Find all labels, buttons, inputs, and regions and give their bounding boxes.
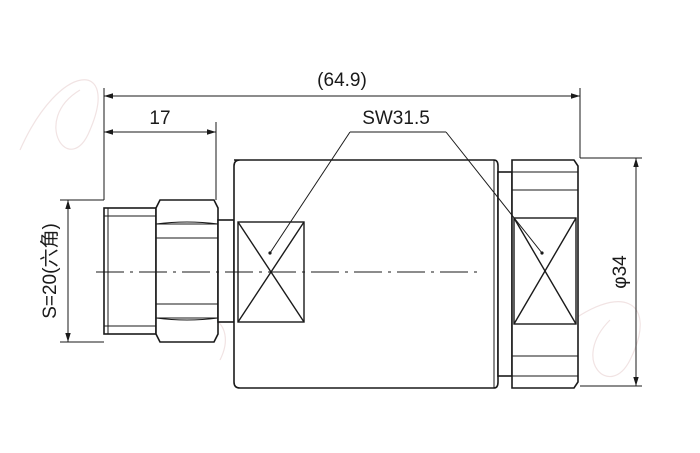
front-length-dimension bbox=[104, 122, 217, 200]
diameter-dimension bbox=[580, 157, 642, 387]
wrench-size-label: SW31.5 bbox=[362, 108, 430, 129]
wrench-size-leaders bbox=[269, 131, 543, 254]
overall-length-dimension bbox=[103, 88, 581, 200]
hex-width-dimension bbox=[60, 199, 104, 343]
front-hex-nut bbox=[155, 199, 219, 343]
hex-width-label: S=20(六角) bbox=[39, 223, 61, 319]
neck bbox=[217, 219, 235, 323]
front-length-label: 17 bbox=[149, 108, 170, 129]
main-body bbox=[233, 159, 499, 389]
diameter-label: φ34 bbox=[610, 255, 631, 289]
front-plug bbox=[103, 207, 157, 335]
overall-length-label: (64.9) bbox=[317, 70, 367, 91]
rear-clamp-nut bbox=[497, 159, 579, 389]
